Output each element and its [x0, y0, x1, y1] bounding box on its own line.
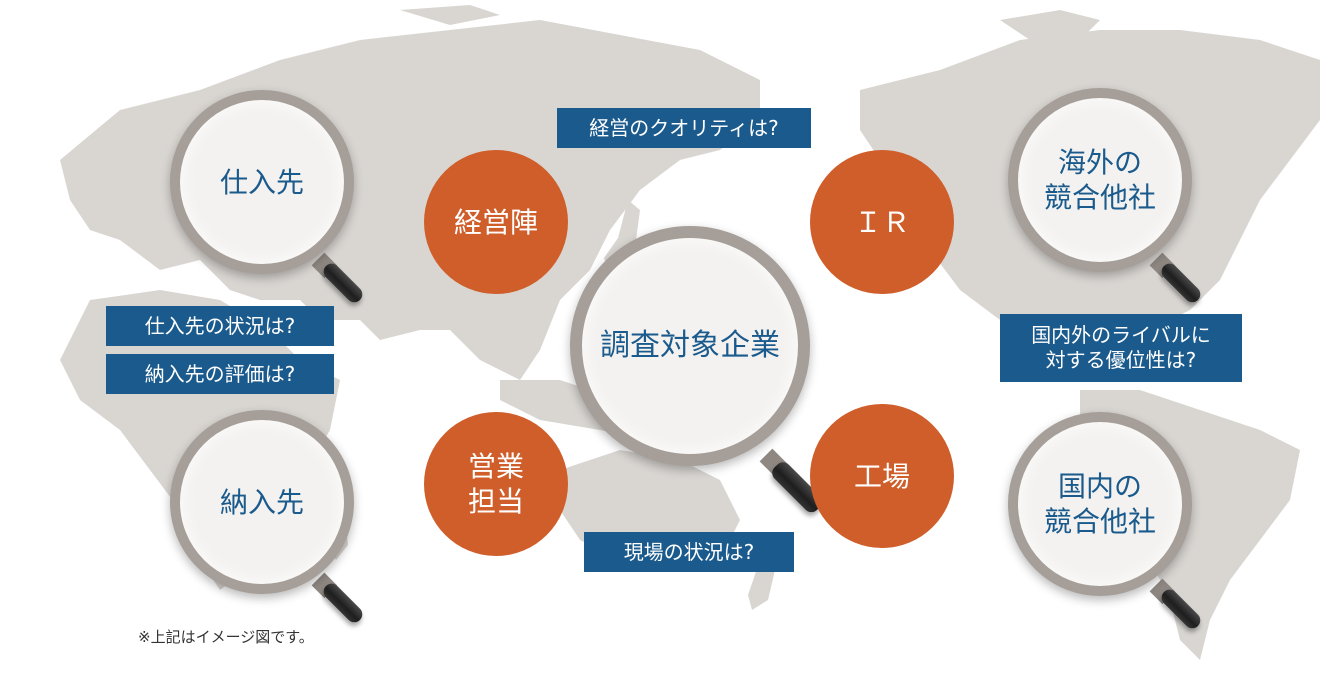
circle-sales-label: 営業 担当	[467, 450, 524, 518]
magnifier-overseas-competitors: 海外の 競合他社	[1008, 88, 1192, 272]
magnifier-domestic-competitors-label: 国内の 競合他社	[1043, 470, 1156, 538]
magnifier-customers-label: 納入先	[219, 485, 304, 519]
magnifier-customers: 納入先	[170, 410, 354, 594]
label-site-status-text: 現場の状況は?	[623, 539, 755, 564]
label-customer-evaluation-text: 納入先の評価は?	[144, 361, 296, 386]
magnifier-suppliers: 仕入先	[170, 90, 354, 274]
circle-ir-label: ＩＲ	[853, 205, 910, 239]
center-magnifier-label: 調査対象企業	[600, 328, 780, 364]
label-site-status: 現場の状況は?	[584, 532, 794, 572]
magnifier-domestic-competitors: 国内の 競合他社	[1008, 412, 1192, 596]
label-management-quality-text: 経営のクオリティは?	[589, 115, 779, 140]
circle-factory: 工場	[810, 404, 954, 548]
label-supplier-status-text: 仕入先の状況は?	[144, 313, 296, 338]
label-management-quality: 経営のクオリティは?	[557, 108, 811, 148]
label-customer-evaluation: 納入先の評価は?	[106, 354, 334, 394]
circle-management: 経営陣	[424, 150, 568, 294]
circle-management-label: 経営陣	[453, 205, 538, 239]
circle-factory-label: 工場	[853, 459, 910, 493]
label-rival-advantage: 国内外のライバルに 対する優位性は?	[1000, 314, 1242, 382]
circle-sales: 営業 担当	[424, 412, 568, 556]
circle-ir: ＩＲ	[810, 150, 954, 294]
label-supplier-status: 仕入先の状況は?	[106, 306, 334, 346]
magnifier-overseas-competitors-label: 海外の 競合他社	[1043, 146, 1156, 214]
footnote: ※上記はイメージ図です。	[138, 628, 314, 646]
magnifier-suppliers-label: 仕入先	[219, 165, 304, 199]
label-rival-advantage-text: 国内外のライバルに 対する優位性は?	[1031, 323, 1211, 372]
center-magnifier: 調査対象企業	[570, 226, 810, 466]
